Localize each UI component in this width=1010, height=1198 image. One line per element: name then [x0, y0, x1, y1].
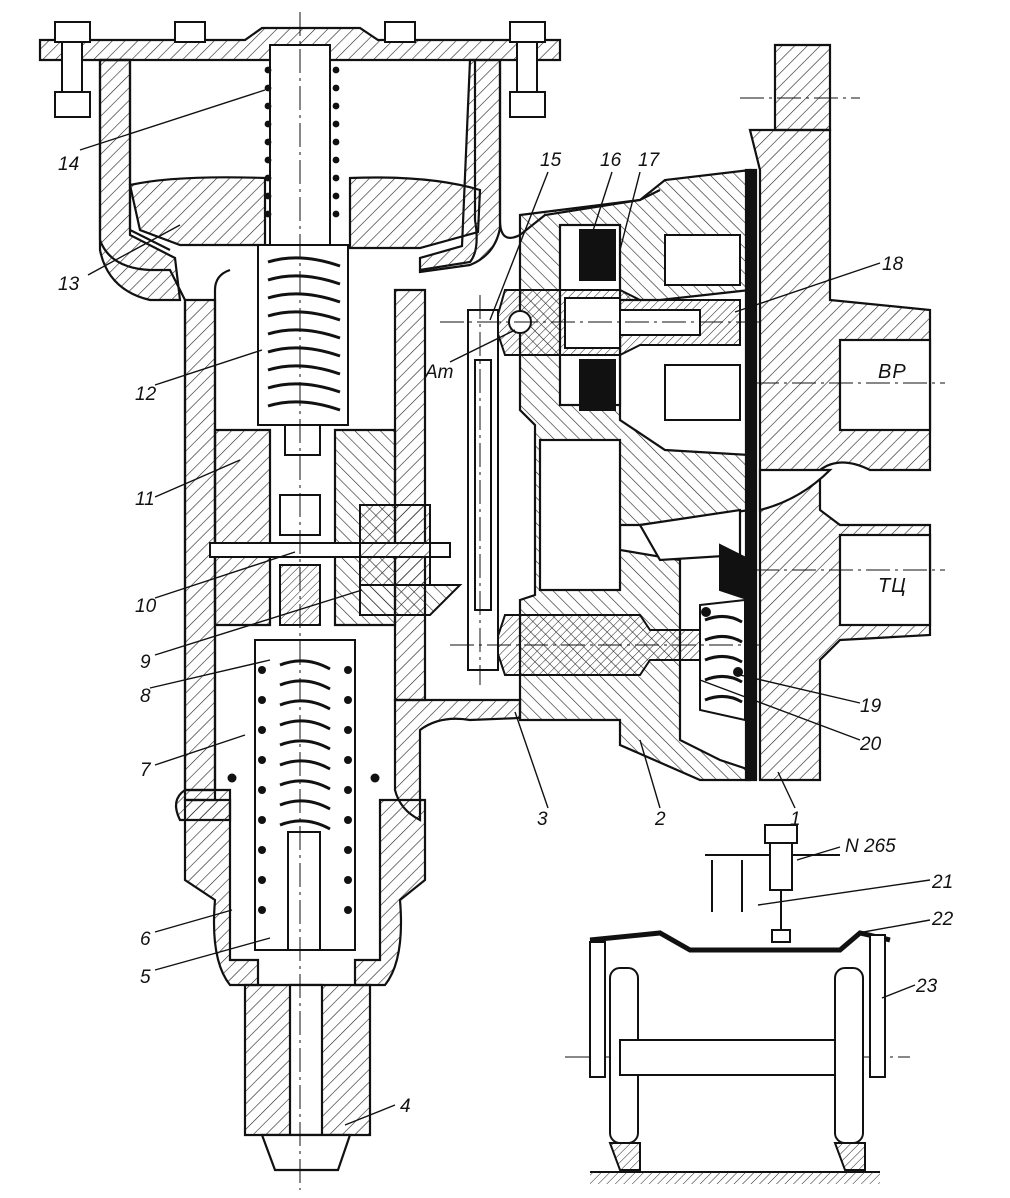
label-23: 23: [915, 976, 938, 997]
label-15: 15: [540, 150, 562, 171]
spring-7-coils: [227, 666, 380, 914]
main-housing: [38, 26, 661, 1172]
label-9: 9: [140, 652, 151, 673]
label-12: 12: [135, 384, 157, 405]
label-19: 19: [860, 696, 882, 717]
central-stem: [254, 44, 356, 951]
label-16: 16: [600, 150, 622, 171]
label-1: 1: [790, 809, 801, 830]
lower-spring: [279, 659, 331, 831]
label-22: 22: [931, 909, 954, 930]
label-vr: ВР: [878, 361, 907, 383]
label-tc: ТЦ: [878, 575, 907, 597]
valve-18: [493, 229, 741, 421]
label-7: 7: [140, 760, 152, 781]
label-21: 21: [931, 872, 953, 893]
label-6: 6: [140, 929, 151, 950]
top-bolts: [54, 21, 546, 118]
label-3: 3: [537, 809, 548, 830]
leader-lines: [79, 89, 931, 1126]
upper-spring: [267, 256, 341, 412]
label-17: 17: [638, 150, 661, 171]
label-14: 14: [58, 154, 79, 175]
label-8: 8: [140, 686, 151, 707]
rod-15: [467, 309, 499, 671]
label-11: 11: [135, 489, 155, 510]
spring-14-coils: [264, 66, 340, 218]
label-2: 2: [654, 809, 666, 830]
label-20: 20: [859, 734, 882, 755]
label-5: 5: [140, 967, 151, 988]
label-10: 10: [135, 596, 157, 617]
label-18: 18: [882, 254, 904, 275]
wagon-sketch: [589, 824, 891, 1184]
pin-10: [209, 504, 463, 616]
label-13: 13: [58, 274, 80, 295]
label-n265: N 265: [845, 836, 896, 857]
label-4: 4: [400, 1096, 411, 1117]
part-labels: 14 13 12 11 10 9 8 7 6 5 4 15 16 17 18 А…: [58, 150, 954, 1117]
label-at: Ат: [424, 362, 454, 383]
